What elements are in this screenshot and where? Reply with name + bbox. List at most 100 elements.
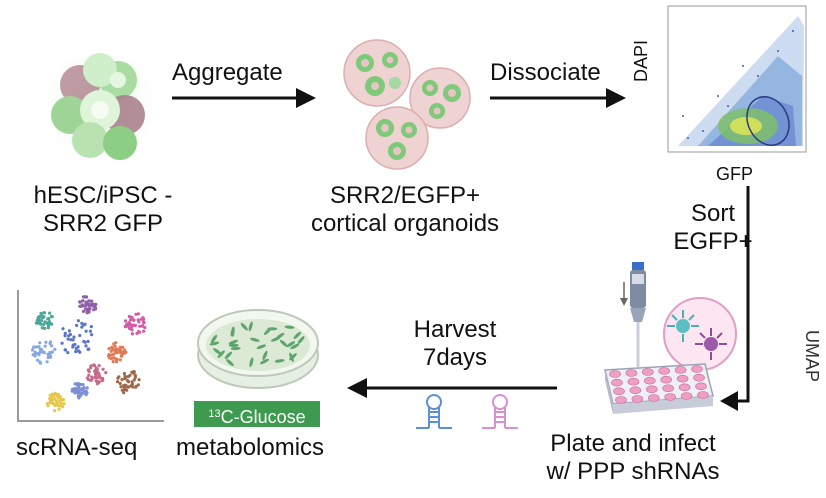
tsne-point (132, 378, 136, 382)
tsne-point (42, 315, 46, 319)
tsne-point (84, 393, 88, 397)
tsne-point (90, 333, 94, 337)
tsne-point (72, 335, 76, 339)
dish-cell (279, 339, 288, 347)
dish-cell (274, 359, 285, 363)
tsne-point (39, 319, 43, 323)
tsne-point (46, 324, 51, 329)
tsne-point (72, 389, 76, 393)
tsne-point (53, 391, 57, 395)
sort-arrow (720, 186, 750, 411)
tsne-point (118, 350, 122, 355)
tsne-point (85, 376, 89, 380)
tsne-point (113, 344, 117, 348)
dish-cell (284, 325, 295, 329)
dish-cell (249, 357, 254, 368)
tsne-point (133, 375, 137, 379)
tsne-point (45, 321, 49, 325)
tsne-point (124, 350, 128, 354)
organoid-label: SRR2/EGFP+ cortical organoids (310, 182, 500, 237)
tsne-point (88, 307, 92, 311)
tsne-point (57, 395, 61, 399)
well (611, 378, 623, 387)
tsne-point (48, 311, 52, 315)
tsne-point (53, 409, 57, 413)
virus-icon (663, 297, 737, 371)
tsne-plot-icon (17, 290, 164, 422)
tsne-point (97, 364, 101, 368)
tsne-point (94, 366, 99, 370)
tsne-point (93, 303, 97, 307)
tsne-point (84, 295, 89, 299)
tsne-point (81, 304, 85, 308)
tsne-point (101, 367, 105, 371)
tsne-point (126, 385, 130, 389)
dish-cell (209, 341, 220, 346)
tsne-point (132, 318, 136, 322)
tsne-point (118, 348, 122, 352)
tsne-point (84, 304, 88, 308)
pipette-icon (620, 262, 646, 367)
dish-cell (230, 346, 241, 351)
tsne-point (74, 350, 78, 354)
dish-cell (267, 327, 278, 331)
dish-cell (226, 359, 234, 367)
tsne-point (77, 385, 81, 390)
dish-cell (230, 326, 235, 337)
facs-y-label: DAPI (631, 39, 651, 82)
tsne-point (89, 364, 93, 368)
tsne-point (81, 299, 85, 303)
tsne-point (54, 399, 59, 403)
well (646, 385, 658, 394)
tsne-point (134, 312, 138, 316)
well (658, 367, 670, 375)
tsne-point (87, 299, 91, 303)
tsne-point (130, 382, 134, 386)
well-plate-icon (604, 363, 714, 414)
aggregate-arrow (172, 88, 316, 108)
tsne-point (143, 325, 147, 330)
tsne-point (114, 357, 118, 361)
aggregate-label: Aggregate (172, 59, 283, 86)
tsne-point (100, 379, 104, 383)
tsne-point (130, 332, 134, 336)
tsne-point (107, 347, 111, 351)
well (691, 365, 703, 373)
tsne-point (86, 339, 90, 343)
tsne-point (49, 394, 53, 398)
dish-cell (256, 344, 267, 350)
dish-cell (259, 358, 270, 365)
tsne-point (86, 347, 90, 351)
tsne-point (124, 383, 128, 387)
tsne-point (76, 345, 80, 349)
tsne-point (140, 317, 145, 321)
well (697, 391, 709, 399)
tsne-point (119, 385, 123, 389)
tsne-point (42, 351, 46, 355)
well (641, 368, 654, 376)
tsne-point (120, 354, 124, 358)
tsne-point (88, 303, 92, 307)
tsne-point (85, 386, 89, 390)
tsne-point (38, 341, 42, 345)
tsne-point (48, 341, 52, 346)
tsne-point (60, 341, 64, 345)
tsne-point (84, 389, 88, 393)
tsne-point (30, 348, 35, 352)
tsne-point (50, 344, 54, 348)
tsne-point (142, 329, 146, 333)
tsne-point (138, 324, 142, 328)
tsne-point (87, 373, 91, 377)
tsne-point (39, 322, 43, 326)
tsne-point (82, 339, 86, 344)
tsne-point (95, 382, 99, 386)
tsne-point (121, 345, 125, 349)
tsne-point (81, 383, 85, 387)
petri-dish-icon (197, 309, 319, 389)
tsne-point (115, 350, 120, 354)
glucose-badge: 13C-Glucose (194, 401, 320, 427)
tsne-point (87, 310, 91, 314)
tsne-point (118, 345, 122, 349)
tsne-point (132, 323, 137, 327)
dish-cell (228, 339, 239, 345)
